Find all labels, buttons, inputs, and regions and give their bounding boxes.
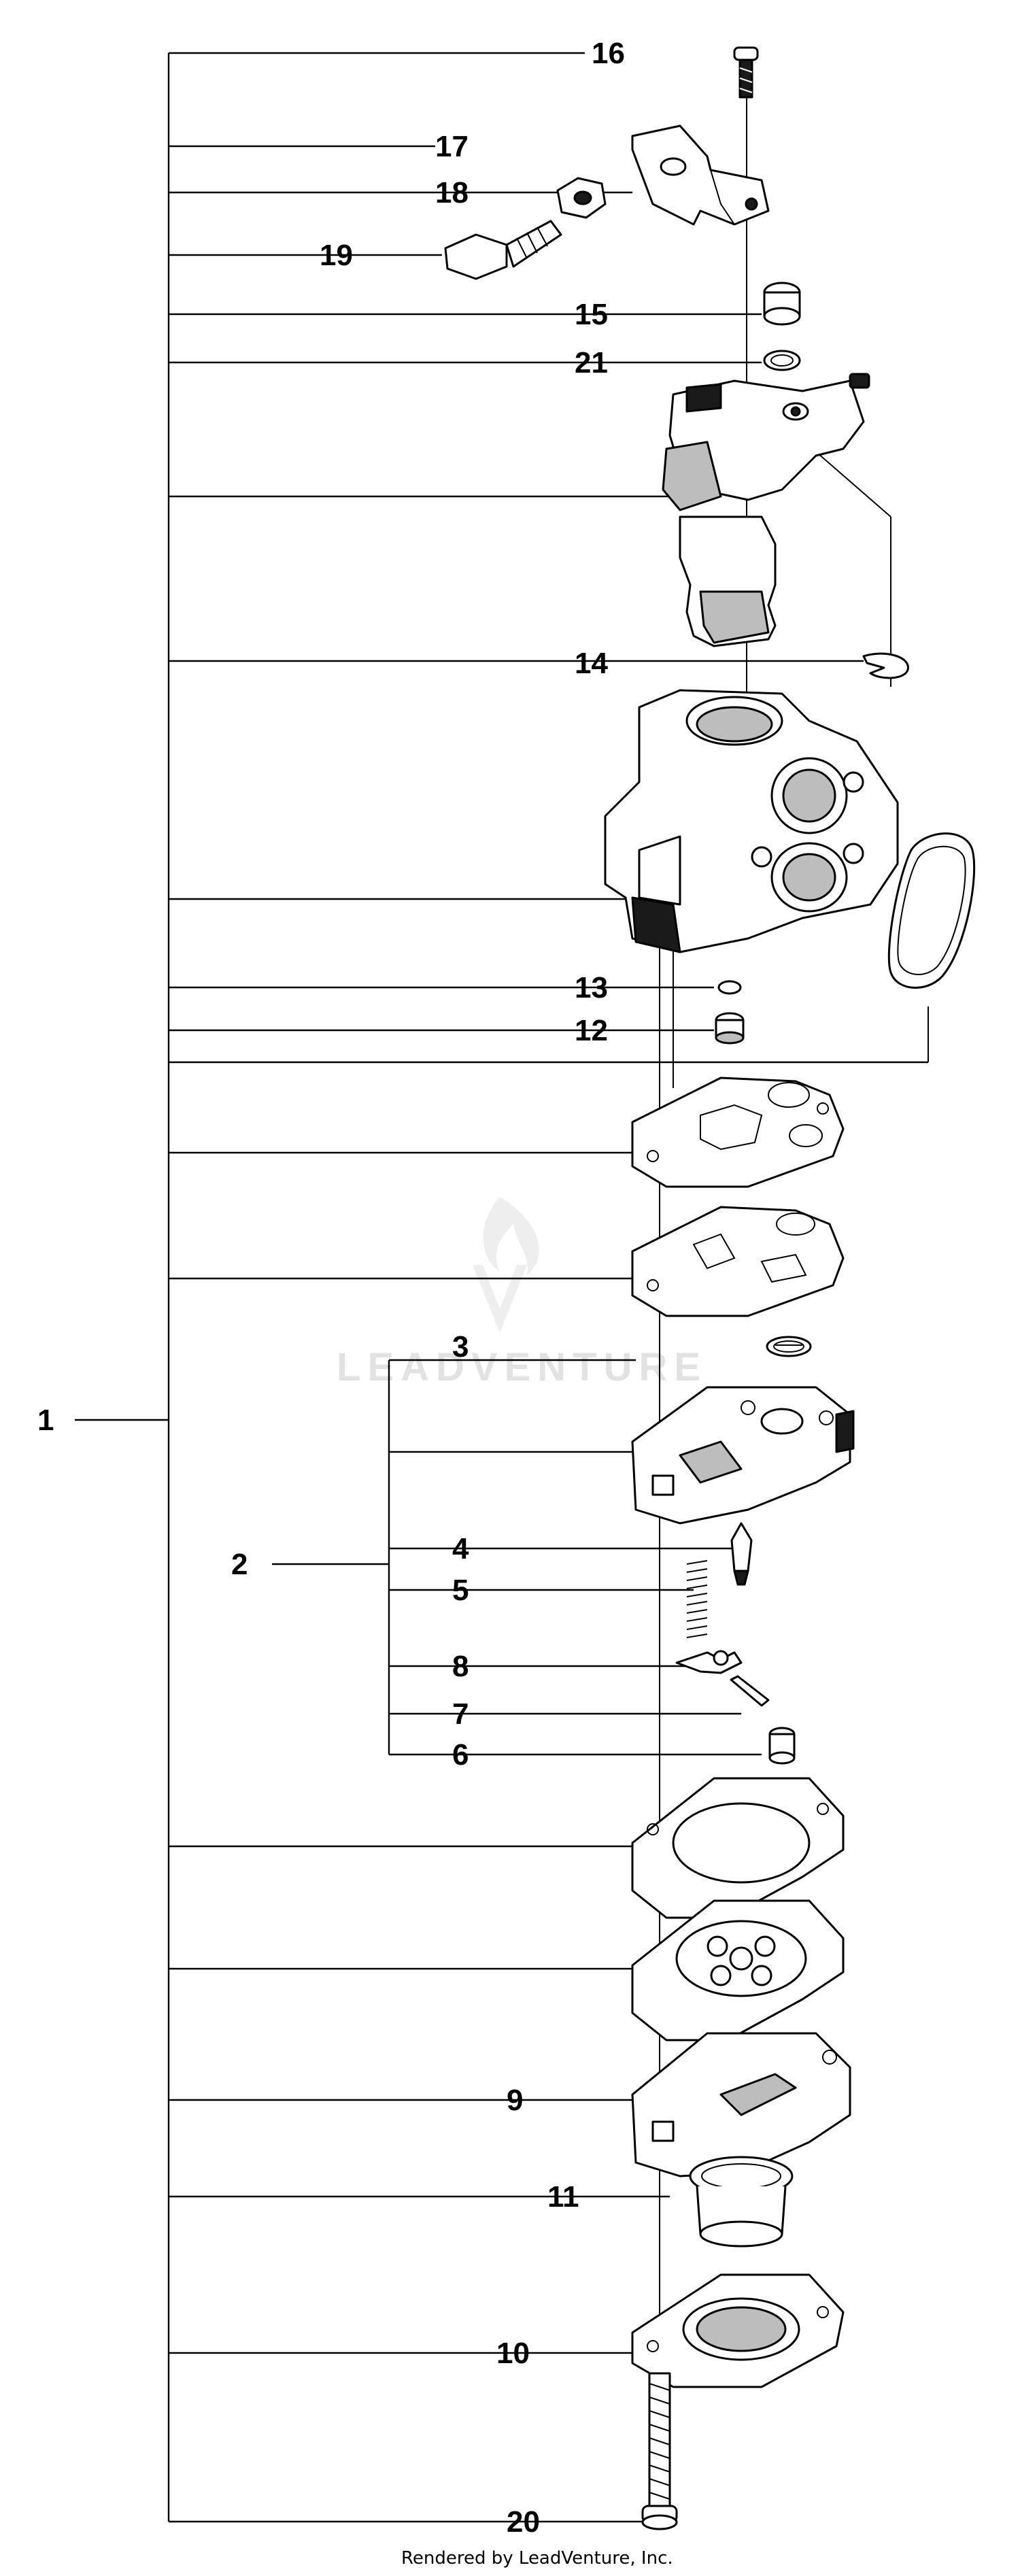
- diaphragm: [631, 1899, 845, 2041]
- callout-5: 5: [452, 1574, 469, 1607]
- part-18-nut: [556, 177, 607, 219]
- part-15-screw: [763, 282, 801, 326]
- part-19-adjuster: [444, 220, 562, 280]
- part-6-screw: [768, 1727, 796, 1765]
- metering-body: [631, 1386, 855, 1525]
- flame-logo-icon: [473, 1197, 539, 1333]
- callout-1: 1: [37, 1404, 54, 1437]
- part-12-plug: [715, 1012, 745, 1045]
- callout-8: 8: [452, 1650, 469, 1683]
- part-14-clip: [862, 652, 909, 679]
- part-5-spring: [686, 1560, 708, 1638]
- part-4-needle: [730, 1522, 753, 1586]
- carburetor-body: [604, 689, 899, 953]
- callout-14: 14: [575, 647, 608, 680]
- callout-3: 3: [452, 1330, 469, 1363]
- callout-10: 10: [496, 2337, 530, 2370]
- throttle-barrel-assembly: [662, 373, 870, 647]
- bracket-lines: [75, 52, 929, 2523]
- part-7-pin: [730, 1675, 770, 1707]
- watermark-text: LEADVENTURE: [337, 1345, 707, 1389]
- oval-gasket: [887, 832, 976, 989]
- callout-13: 13: [575, 971, 608, 1004]
- callout-20: 20: [507, 2505, 540, 2539]
- gasket-lower-1: [631, 1777, 845, 1919]
- part-21-o-ring: [763, 350, 801, 371]
- part-3-screen: [766, 1336, 812, 1357]
- part-13-o-ring: [717, 980, 742, 995]
- callout-12: 12: [575, 1014, 608, 1047]
- part-17-bracket: [631, 124, 770, 226]
- callout-2: 2: [231, 1548, 248, 1581]
- callout-6: 6: [452, 1738, 469, 1772]
- callout-11: 11: [547, 2180, 579, 2214]
- callout-18: 18: [435, 176, 469, 209]
- gasket-upper-2: [631, 1206, 845, 1317]
- part-16-screw: [733, 46, 759, 99]
- callout-7: 7: [452, 1697, 469, 1731]
- callout-4: 4: [452, 1532, 469, 1565]
- part-20-long-screw: [641, 2372, 678, 2530]
- part-11-primer-bulb: [689, 2156, 794, 2248]
- part-10-retainer-plate: [631, 2273, 845, 2388]
- callout-21: 21: [575, 346, 608, 379]
- part-8-lever: [675, 1650, 743, 1674]
- callout-labels: 1 2 3 4 5 6 7 8 9 10 11 12 13 14 15 16 1…: [37, 37, 625, 2539]
- callout-17: 17: [435, 130, 469, 163]
- gasket-upper-1: [631, 1077, 845, 1188]
- callout-9: 9: [507, 2084, 523, 2117]
- callout-19: 19: [320, 239, 353, 272]
- footer-credit: Rendered by LeadVenture, Inc.: [401, 2548, 673, 2569]
- watermark: LEADVENTURE: [337, 1197, 707, 1389]
- callout-15: 15: [575, 298, 608, 331]
- callout-16: 16: [592, 37, 625, 70]
- part-9-cover: [631, 2032, 851, 2177]
